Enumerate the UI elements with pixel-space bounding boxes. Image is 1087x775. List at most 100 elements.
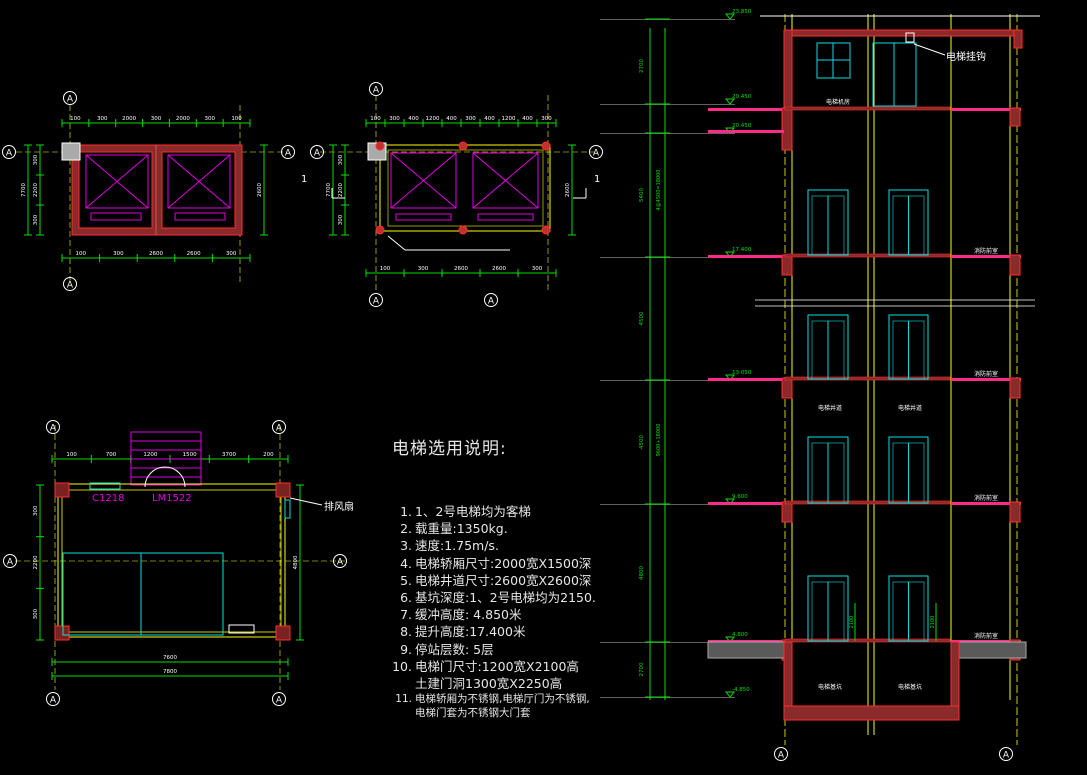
level-marker bbox=[724, 251, 736, 258]
note-item: 11.电梯轿厢为不锈钢,电梯厅门为不锈钢, bbox=[392, 692, 602, 706]
grid-axis-bubble bbox=[589, 145, 603, 159]
level-text: -4.850 bbox=[732, 687, 750, 693]
section-label: 1 bbox=[301, 174, 307, 185]
floor-slab bbox=[708, 378, 784, 381]
dimension-text: 300 bbox=[204, 116, 215, 122]
floor-slab bbox=[951, 255, 1021, 258]
door-label: LM1522 bbox=[152, 493, 192, 504]
dimension-text: 4800 bbox=[293, 555, 299, 569]
floor-slab bbox=[951, 108, 1021, 111]
note-text: 电梯轿厢尺寸:2000宽X1500深 bbox=[415, 555, 592, 571]
dimension-text: 2200 bbox=[33, 555, 39, 569]
beam bbox=[781, 377, 793, 399]
grid-axis-bubble bbox=[63, 91, 77, 105]
floor-slab bbox=[708, 130, 784, 133]
note-number: 11. bbox=[395, 693, 412, 706]
shaft-label: 电梯井道 bbox=[898, 404, 922, 412]
wall bbox=[783, 29, 793, 113]
note-item: 电梯门套为不锈钢大门套 bbox=[392, 706, 602, 720]
dimension-text: 2700 bbox=[639, 59, 645, 73]
car-door-mark bbox=[477, 213, 534, 221]
dimension-text: 1500 bbox=[183, 452, 197, 458]
post bbox=[458, 141, 468, 151]
level-marker bbox=[724, 98, 736, 105]
dimension-text: 300 bbox=[97, 116, 108, 122]
note-item: 3.速度:1.75m/s. bbox=[392, 537, 602, 554]
dimension-text: 2100 bbox=[849, 616, 855, 629]
note-item: 6.基坑深度:1、2号电梯均为2150. bbox=[392, 589, 602, 606]
window bbox=[89, 482, 121, 490]
dimension-text: 300 bbox=[33, 505, 39, 516]
dimension-text: 1200 bbox=[502, 116, 516, 122]
grid-axis-bubble bbox=[281, 145, 295, 159]
grid-axis-bubble bbox=[3, 554, 17, 568]
room-label: 消防前室 bbox=[974, 494, 998, 502]
hook bbox=[905, 32, 915, 43]
grid-axis-bubble bbox=[2, 145, 16, 159]
level-text: 17.400 bbox=[732, 247, 752, 253]
floor-slab bbox=[708, 255, 784, 258]
dimension-text: 700 bbox=[106, 452, 117, 458]
grid-axis-label: A bbox=[373, 86, 380, 96]
dimension-text: 300 bbox=[389, 116, 400, 122]
note-text: 电梯门尺寸:1200宽X2100高 bbox=[415, 658, 579, 674]
elevator-section-elevation: 23.85020.45020.45017.40013.0509.6004.800… bbox=[600, 9, 1040, 761]
dimension-text: 2600 bbox=[454, 266, 468, 272]
machine-base bbox=[62, 552, 224, 636]
dimension-text: 2600 bbox=[565, 183, 571, 197]
floor-slab bbox=[784, 376, 951, 381]
grid-axis-label: A bbox=[1003, 751, 1010, 761]
car-diagonal bbox=[167, 154, 231, 209]
note-text: 提升高度:17.400米 bbox=[415, 624, 526, 640]
section-label: 1 bbox=[594, 174, 600, 185]
floor-slab bbox=[708, 502, 784, 505]
grid-axis-bubble bbox=[774, 747, 788, 761]
dimension-text: 9600+18000 bbox=[656, 424, 662, 457]
level-text: 23.850 bbox=[732, 9, 752, 15]
dimension-text: 100 bbox=[76, 251, 87, 257]
dimension-text: 100 bbox=[380, 266, 391, 272]
dimension-text: 7700 bbox=[21, 183, 27, 197]
note-item: 10.电梯门尺寸:1200宽X2100高 bbox=[392, 658, 602, 675]
pit-label: 电梯基坑 bbox=[818, 683, 842, 691]
grid-axis-bubble bbox=[484, 293, 498, 307]
dimension-text: 200 bbox=[263, 452, 274, 458]
door-swing bbox=[144, 466, 186, 488]
post bbox=[375, 225, 385, 235]
note-number: 7. bbox=[400, 607, 412, 623]
dimension-text: 2000 bbox=[176, 116, 190, 122]
note-item: 4.电梯轿厢尺寸:2000宽X1500深 bbox=[392, 555, 602, 572]
note-text: 载重量:1350kg. bbox=[415, 521, 508, 537]
room-label: 消防前室 bbox=[974, 632, 998, 640]
dimension-text: 2100 bbox=[930, 616, 936, 629]
dimension-text: 400 bbox=[522, 116, 533, 122]
level-text: 20.450 bbox=[732, 123, 752, 129]
note-number: 3. bbox=[400, 538, 412, 554]
dimension-text: 4500 bbox=[639, 435, 645, 449]
dimension-text: 300 bbox=[33, 154, 39, 165]
grid-axis-bubble bbox=[272, 692, 286, 706]
grid-axis-bubble bbox=[369, 82, 383, 96]
note-number: 8. bbox=[400, 624, 412, 640]
note-text: 缓冲高度: 4.850米 bbox=[415, 607, 522, 623]
dimension-text: 2600 bbox=[187, 251, 201, 257]
dimension-text: 2700 bbox=[639, 662, 645, 676]
dimension-text: 5400 bbox=[639, 188, 645, 202]
leader-line bbox=[289, 497, 323, 506]
dimension-text: 7800 bbox=[163, 669, 177, 675]
ground bbox=[950, 641, 1027, 659]
notes-title: 电梯选用说明: bbox=[392, 439, 507, 459]
dimension-text: 100 bbox=[66, 452, 77, 458]
dimension-text: 300 bbox=[33, 214, 39, 225]
beam-outline bbox=[387, 149, 544, 227]
note-number: 1. bbox=[400, 504, 412, 519]
beam bbox=[1009, 107, 1021, 127]
note-item: 7.缓冲高度: 4.850米 bbox=[392, 606, 602, 623]
shaft-label: 电梯井道 bbox=[818, 404, 842, 412]
note-item: 9.停站层数: 5层 bbox=[392, 641, 602, 658]
grid-axis-label: A bbox=[314, 149, 321, 159]
beam bbox=[781, 254, 793, 276]
